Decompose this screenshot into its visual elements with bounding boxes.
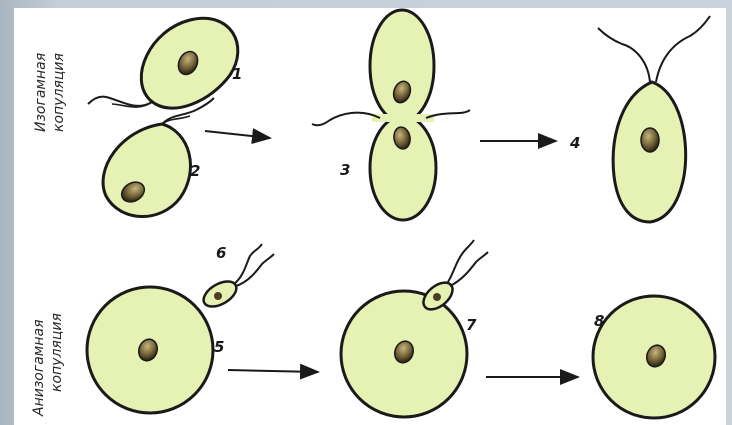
macrogamete-5	[85, 285, 215, 415]
label-number-8: 8	[594, 312, 604, 330]
isogamy-label: Изогамная копуляция	[33, 53, 67, 132]
nucleus-icon	[393, 340, 415, 364]
nucleus-icon	[645, 344, 667, 368]
isogamy-label-line1: Изогамная	[33, 53, 49, 132]
label-number-3: 3	[340, 161, 350, 179]
zygote-8	[591, 294, 717, 420]
nucleus-icon	[177, 50, 199, 76]
isogamete-1	[87, 16, 240, 110]
nucleus-icon	[137, 338, 159, 362]
arrow-icon	[204, 128, 272, 145]
nucleus-icon	[393, 126, 411, 150]
microgamete-6	[202, 243, 275, 308]
label-number-1: 1	[232, 65, 242, 83]
label-number-7: 7	[466, 316, 477, 334]
label-number-2: 2	[190, 162, 200, 180]
anisogamy-label: Анизогамная копуляция	[31, 313, 65, 417]
fusing-gametes-3	[311, 8, 471, 222]
nucleus-icon	[120, 181, 146, 203]
isogamete-2	[101, 97, 215, 218]
label-number-5: 5	[214, 338, 224, 356]
nucleus-icon	[640, 127, 660, 153]
zygote-4	[597, 15, 711, 224]
anisogamy-label-line1: Анизогамная	[31, 320, 47, 418]
isogamy-label-line2: копуляция	[51, 53, 67, 132]
nucleus-icon	[392, 80, 412, 104]
label-number-6: 6	[216, 244, 226, 262]
arrow-icon	[227, 363, 320, 380]
label-number-4: 4	[569, 134, 580, 152]
fusing-anisogametes-7	[339, 239, 489, 419]
anisogamy-label-line2: копуляция	[49, 313, 65, 392]
